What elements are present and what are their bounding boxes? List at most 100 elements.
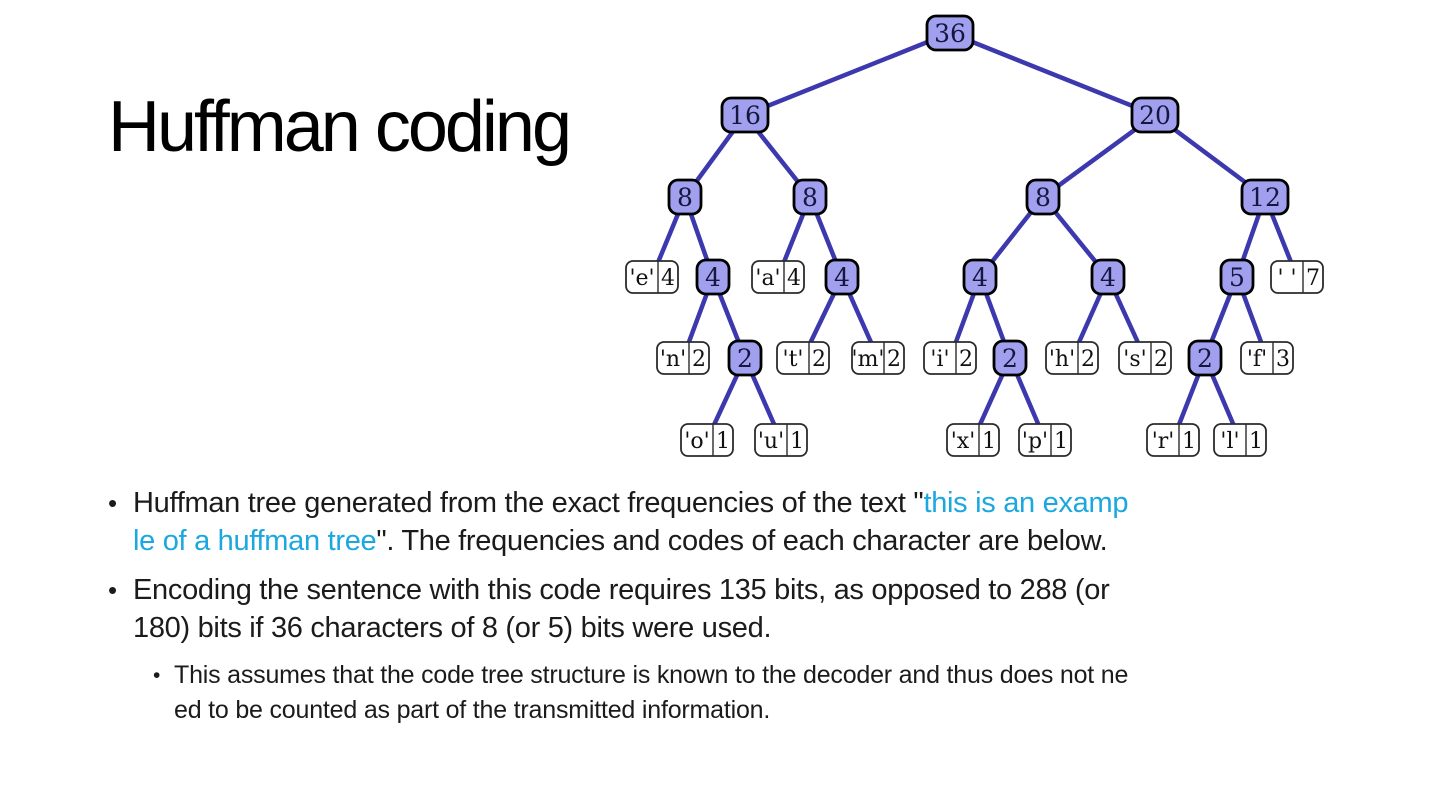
internal-node-2: 2 xyxy=(1187,339,1223,377)
bullet-text: 180) bits if 36 characters of 8 (or 5) b… xyxy=(133,612,772,644)
leaf-count: 4 xyxy=(787,266,801,291)
bullet-item: •Encoding the sentence with this code re… xyxy=(108,571,1368,647)
bullet-content: Encoding the sentence with this code req… xyxy=(133,571,1368,647)
leaf-count: 2 xyxy=(692,347,706,372)
internal-node-box xyxy=(1090,258,1126,296)
internal-node-value: 20 xyxy=(1139,101,1171,130)
leaf-node-a: 'a' 4 xyxy=(751,260,805,294)
text-line: Huffman tree generated from the exact fr… xyxy=(133,484,1368,522)
leaf-char: 'r' xyxy=(1152,429,1175,454)
internal-node-value: 8 xyxy=(1035,183,1051,212)
leaf-node-e: 'e'4 xyxy=(625,260,679,294)
leaf-char: 'h' xyxy=(1049,347,1075,372)
leaf-node-box xyxy=(776,341,830,375)
leaf-count: 2 xyxy=(1081,347,1095,372)
internal-node-value: 5 xyxy=(1229,263,1245,292)
internal-node-value: 4 xyxy=(972,263,988,292)
leaf-node-box xyxy=(680,423,734,457)
leaf-node-box xyxy=(851,341,905,375)
internal-node-box xyxy=(1187,339,1223,377)
leaf-char: 'n' xyxy=(660,347,686,372)
internal-node-2: 2 xyxy=(992,339,1028,377)
hyperlink-text[interactable]: le of a huffman tree xyxy=(133,525,377,557)
internal-node-box xyxy=(824,258,860,296)
leaf-char: 'm' xyxy=(852,347,885,372)
tree-edge xyxy=(947,30,1158,118)
internal-node-value: 8 xyxy=(802,183,818,212)
text-line: Encoding the sentence with this code req… xyxy=(133,571,1368,609)
internal-node-36: 36 xyxy=(925,14,975,52)
internal-node-8: 8 xyxy=(667,178,703,216)
leaf-node-box xyxy=(1213,423,1267,457)
leaf-char: 's' xyxy=(1123,347,1146,372)
internal-node-box xyxy=(1025,178,1061,216)
leaf-char: 'f' xyxy=(1247,347,1267,372)
internal-node-value: 16 xyxy=(729,101,761,130)
internal-node-16: 16 xyxy=(720,96,770,134)
leaf-node-s: 's'2 xyxy=(1118,341,1172,375)
internal-node-box xyxy=(992,339,1028,377)
leaf-node-space: ' '7 xyxy=(1270,260,1324,294)
bullet-marker: • xyxy=(153,664,161,687)
text-line: This assumes that the code tree structur… xyxy=(174,658,1368,693)
leaf-node-box xyxy=(656,341,710,375)
leaf-node-box xyxy=(1146,423,1200,457)
leaf-node-box xyxy=(1240,341,1294,375)
leaf-node-n: 'n'2 xyxy=(656,341,710,375)
internal-node-value: 12 xyxy=(1249,183,1281,212)
internal-node-12: 12 xyxy=(1240,178,1290,216)
leaf-node-t: 't' 2 xyxy=(776,341,830,375)
hyperlink-text[interactable]: this is an examp xyxy=(923,487,1129,519)
leaf-char: 'x' xyxy=(951,429,976,454)
leaf-node-box xyxy=(1270,260,1324,294)
internal-node-8: 8 xyxy=(1025,178,1061,216)
internal-node-8: 8 xyxy=(792,178,828,216)
leaf-node-box xyxy=(1045,341,1099,375)
bullet-text: ". The frequencies and codes of each cha… xyxy=(376,525,1108,557)
bullet-text: Huffman tree generated from the exact fr… xyxy=(133,487,924,519)
internal-node-box xyxy=(720,96,770,134)
leaf-count: 2 xyxy=(812,347,826,372)
internal-node-value: 2 xyxy=(1002,344,1018,373)
internal-node-box xyxy=(1219,258,1255,296)
internal-node-4: 4 xyxy=(1090,258,1126,296)
internal-node-4: 4 xyxy=(962,258,998,296)
leaf-node-l: 'l'1 xyxy=(1213,423,1267,457)
text-line: le of a huffman tree". The frequencies a… xyxy=(133,522,1368,560)
leaf-char: 'p' xyxy=(1022,429,1048,454)
internal-node-value: 2 xyxy=(1197,344,1213,373)
leaf-char: 'a' xyxy=(755,266,780,291)
leaf-node-u: 'u'1 xyxy=(754,423,808,457)
leaf-char: 'l' xyxy=(1220,429,1239,454)
internal-node-value: 8 xyxy=(677,183,693,212)
leaf-count: 1 xyxy=(1054,429,1068,454)
bullet-text: Encoding the sentence with this code req… xyxy=(133,574,1110,606)
internal-node-box xyxy=(792,178,828,216)
leaf-count: 1 xyxy=(790,429,804,454)
internal-node-4: 4 xyxy=(824,258,860,296)
leaf-node-x: 'x'1 xyxy=(946,423,1000,457)
bullet-text: This assumes that the code tree structur… xyxy=(174,661,1129,689)
leaf-node-o: 'o'1 xyxy=(680,423,734,457)
internal-node-box xyxy=(667,178,703,216)
text-line: 180) bits if 36 characters of 8 (or 5) b… xyxy=(133,609,1368,647)
leaf-char: ' ' xyxy=(1277,266,1296,291)
leaf-node-p: 'p'1 xyxy=(1018,423,1072,457)
internal-node-5: 5 xyxy=(1219,258,1255,296)
leaf-count: 1 xyxy=(982,429,996,454)
internal-node-20: 20 xyxy=(1130,96,1180,134)
leaf-node-h: 'h'2 xyxy=(1045,341,1099,375)
internal-node-box xyxy=(962,258,998,296)
slide-title: Huffman coding xyxy=(108,87,572,167)
bullet-marker: • xyxy=(108,488,117,518)
bullet-list: • Huffman tree generated from the exact f… xyxy=(108,484,1368,728)
leaf-char: 't' xyxy=(783,347,804,372)
internal-node-value: 36 xyxy=(934,19,966,48)
bullet-content: Huffman tree generated from the exact fr… xyxy=(133,484,1368,560)
bullet-text: ed to be counted as part of the transmit… xyxy=(174,696,771,724)
internal-node-box xyxy=(695,258,731,296)
leaf-count: 4 xyxy=(661,266,675,291)
leaf-node-box xyxy=(946,423,1000,457)
bullet-item: • Huffman tree generated from the exact f… xyxy=(108,484,1368,560)
